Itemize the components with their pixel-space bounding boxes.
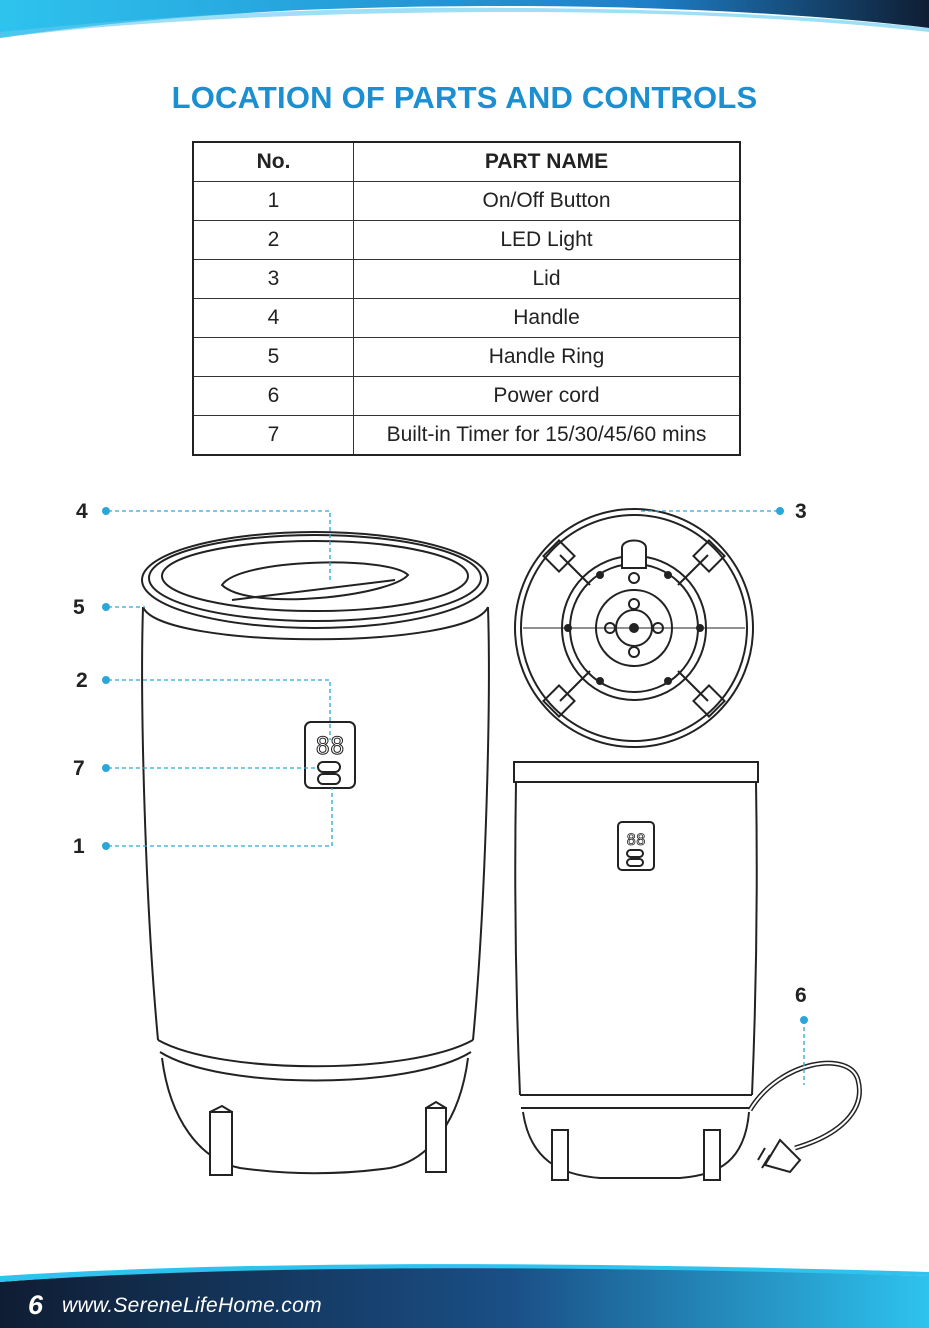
row-part-name: Power cord xyxy=(354,377,741,416)
led-digits-side: 88 xyxy=(626,830,645,849)
callout-2: 2 xyxy=(76,669,88,693)
row-part-name: Built-in Timer for 15/30/45/60 mins xyxy=(354,416,741,456)
callout-6: 6 xyxy=(795,984,807,1008)
row-part-name: On/Off Button xyxy=(354,182,741,221)
website-link[interactable]: www.SereneLifeHome.com xyxy=(62,1294,322,1318)
column-header-part-name: PART NAME xyxy=(354,142,741,182)
table-row: 2 LED Light xyxy=(193,221,740,260)
row-part-name: Lid xyxy=(354,260,741,299)
parts-diagram: 88 88 xyxy=(0,480,929,1240)
table-row: 3 Lid xyxy=(193,260,740,299)
callout-7: 7 xyxy=(73,757,85,781)
front-unit-illustration xyxy=(142,532,489,1175)
row-part-name: Handle Ring xyxy=(354,338,741,377)
side-view-illustration xyxy=(514,762,758,1180)
page-number: 6 xyxy=(28,1290,43,1321)
callout-3: 3 xyxy=(795,500,807,524)
row-part-name: Handle xyxy=(354,299,741,338)
page-title: LOCATION OF PARTS AND CONTROLS xyxy=(0,80,929,116)
callout-5: 5 xyxy=(73,596,85,620)
parts-table: No. PART NAME 1 On/Off Button 2 LED Ligh… xyxy=(192,141,741,456)
led-digits-front: 88 xyxy=(316,732,345,760)
row-no: 5 xyxy=(193,338,354,377)
row-no: 4 xyxy=(193,299,354,338)
row-no: 6 xyxy=(193,377,354,416)
row-no: 7 xyxy=(193,416,354,456)
row-part-name: LED Light xyxy=(354,221,741,260)
callout-4: 4 xyxy=(76,500,88,524)
row-no: 1 xyxy=(193,182,354,221)
callout-1: 1 xyxy=(73,835,85,859)
top-banner xyxy=(0,0,929,60)
table-row: 1 On/Off Button xyxy=(193,182,740,221)
table-header-row: No. PART NAME xyxy=(193,142,740,182)
table-row: 7 Built-in Timer for 15/30/45/60 mins xyxy=(193,416,740,456)
callout-line-1 xyxy=(108,788,332,846)
table-row: 4 Handle xyxy=(193,299,740,338)
row-no: 3 xyxy=(193,260,354,299)
row-no: 2 xyxy=(193,221,354,260)
top-view-illustration xyxy=(515,509,753,747)
power-cord-illustration xyxy=(750,1063,859,1172)
table-row: 6 Power cord xyxy=(193,377,740,416)
table-row: 5 Handle Ring xyxy=(193,338,740,377)
column-header-no: No. xyxy=(193,142,354,182)
